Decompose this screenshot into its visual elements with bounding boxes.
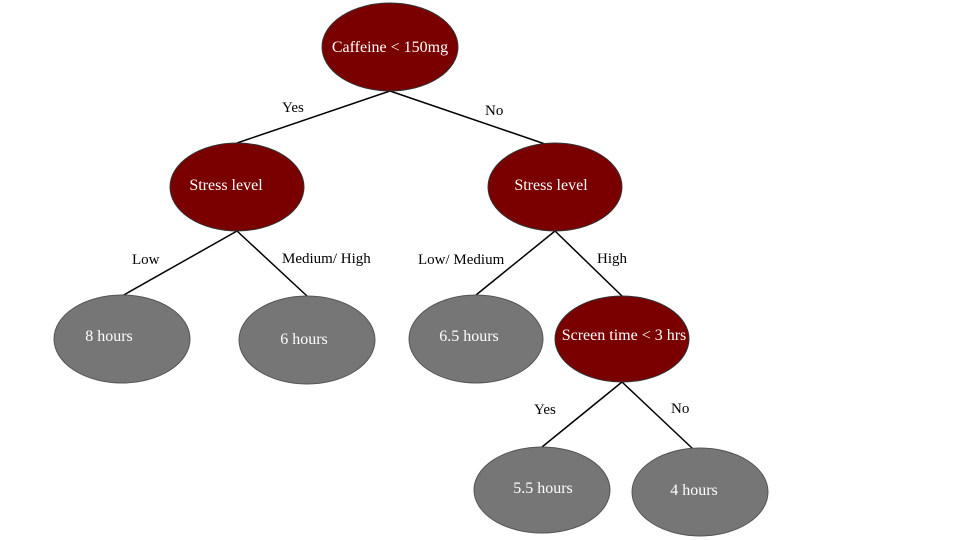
node-root: Caffeine < 150mg <box>321 2 459 92</box>
node-stress-right-label: Stress level <box>514 177 588 194</box>
leaf-5-5-hours-label: 5.5 hours <box>513 480 573 497</box>
leaf-6-5-hours-label: 6.5 hours <box>439 328 499 345</box>
node-screen-time: Screen time < 3 hrs <box>554 295 690 383</box>
edge-label-screen-no: No <box>671 401 689 417</box>
edge-label-right-high: High <box>597 251 628 267</box>
node-stress-left-label: Stress level <box>189 177 263 194</box>
leaf-6-hours-label: 6 hours <box>280 331 328 348</box>
edge-labels: Yes No Low Medium/ High Low/ Medium High… <box>132 100 689 418</box>
leaf-8-hours-label: 8 hours <box>85 328 133 345</box>
leaf-8-hours: 8 hours <box>53 294 191 384</box>
leaf-6-5-hours: 6.5 hours <box>408 294 544 384</box>
edge-screen-no <box>621 381 694 450</box>
tree-edges <box>121 90 694 450</box>
leaf-5-5-hours: 5.5 hours <box>473 446 611 534</box>
node-screen-time-label: Screen time < 3 hrs <box>562 327 687 344</box>
leaf-4-hours-label: 4 hours <box>670 482 718 499</box>
edge-right-high <box>554 230 623 297</box>
node-stress-right: Stress level <box>487 142 623 232</box>
node-root-label: Caffeine < 150mg <box>332 39 448 56</box>
edge-label-root-no: No <box>485 103 503 119</box>
leaf-4-hours: 4 hours <box>631 447 769 537</box>
edge-right-lowmed <box>475 230 556 296</box>
edge-left-medhigh <box>236 230 308 297</box>
edge-root-yes <box>236 90 391 144</box>
edge-label-left-medhigh: Medium/ High <box>282 251 371 267</box>
node-stress-left: Stress level <box>169 142 305 232</box>
edge-screen-yes <box>541 381 623 448</box>
edge-label-root-yes: Yes <box>282 100 304 116</box>
edge-label-screen-yes: Yes <box>534 402 556 418</box>
leaf-6-hours: 6 hours <box>238 295 376 385</box>
edge-root-no <box>389 90 549 146</box>
edge-label-left-low: Low <box>132 252 160 268</box>
edge-left-low <box>121 230 238 297</box>
edge-label-right-lowmed: Low/ Medium <box>418 252 505 268</box>
